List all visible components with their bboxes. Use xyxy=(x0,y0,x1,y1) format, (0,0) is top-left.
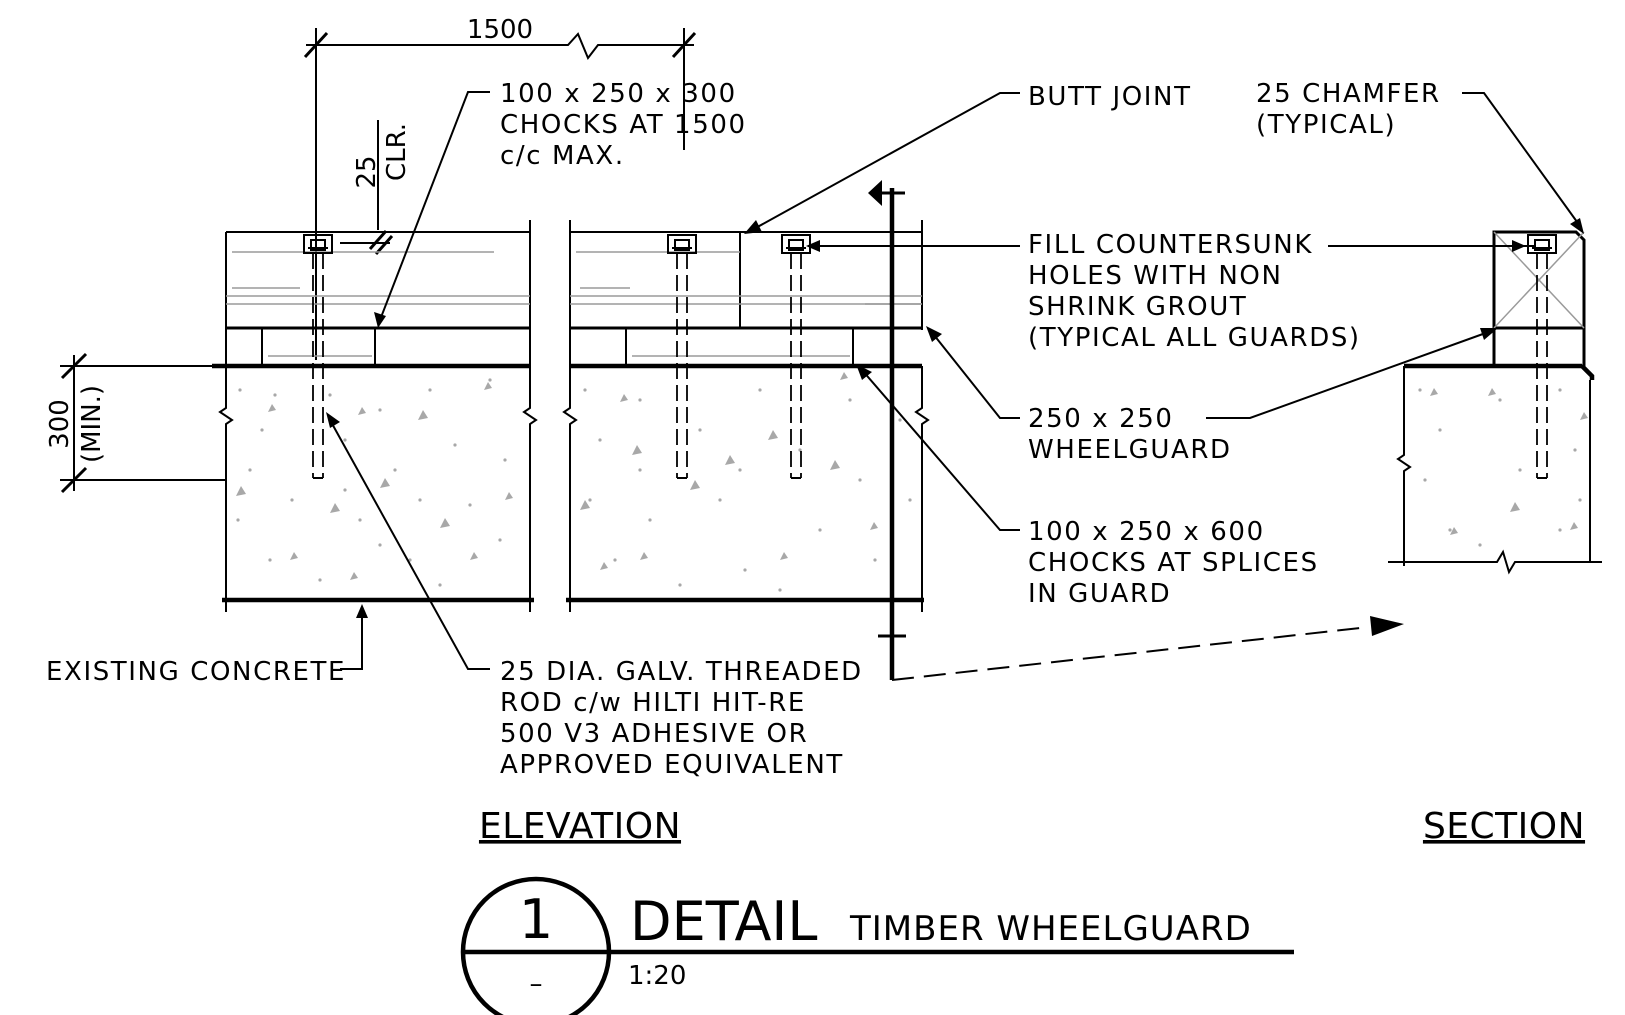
concrete-block-section xyxy=(1404,366,1598,562)
note-line: APPROVED EQUIVALENT xyxy=(500,750,844,780)
detail-scale: 1:20 xyxy=(628,961,686,991)
note-line: WHEELGUARD xyxy=(1028,435,1232,465)
note-line: FILL COUNTERSUNK xyxy=(1028,230,1313,260)
concrete-block-middle xyxy=(570,366,922,600)
note-line: c/c MAX. xyxy=(500,141,625,171)
section-heading: SECTION xyxy=(1423,806,1585,847)
note-line: 100 x 250 x 600 xyxy=(1028,517,1265,547)
note-line: HOLES WITH NON xyxy=(1028,261,1283,291)
note-line: EXISTING CONCRETE xyxy=(46,657,346,687)
note-chamfer: 25 CHAMFER (TYPICAL) xyxy=(1256,79,1441,140)
note-line: 25 CHAMFER xyxy=(1256,79,1441,109)
note-line: CHOCKS AT SPLICES xyxy=(1028,548,1319,578)
concrete-hatch-middle xyxy=(580,372,912,592)
note-line: 250 x 250 xyxy=(1028,404,1174,434)
detail-title: DETAIL xyxy=(630,890,817,953)
note-line: IN GUARD xyxy=(1028,579,1171,609)
concrete-hatch-left xyxy=(236,378,513,587)
detail-number: 1 xyxy=(519,888,553,951)
embed-note-text: (MIN.) xyxy=(77,385,107,463)
note-existing-concrete: EXISTING CONCRETE xyxy=(46,657,346,687)
sheet-reference: – xyxy=(530,969,543,999)
concrete-block-left xyxy=(226,366,530,600)
embed-value-text: 300 xyxy=(45,399,75,449)
clearance-dimension: 25 CLR. xyxy=(340,120,412,255)
title-block: 1 – DETAIL TIMBER WHEELGUARD 1:20 xyxy=(460,876,1294,1015)
note-wheelguard: 250 x 250 WHEELGUARD xyxy=(1028,404,1232,465)
concrete-hatch-section xyxy=(1418,388,1588,547)
leader-lines xyxy=(326,91,1584,670)
elevation-middle-segment xyxy=(562,220,930,612)
section-cut-line xyxy=(868,180,1404,681)
note-line: BUTT JOINT xyxy=(1028,82,1192,112)
note-line: SHRINK GROUT xyxy=(1028,292,1247,322)
note-butt-joint: BUTT JOINT xyxy=(1028,82,1192,112)
note-line: (TYPICAL ALL GUARDS) xyxy=(1028,323,1361,353)
note-chocks-splices: 100 x 250 x 600 CHOCKS AT SPLICES IN GUA… xyxy=(1028,517,1319,609)
note-threaded-rod: 25 DIA. GALV. THREADED ROD c/w HILTI HIT… xyxy=(500,657,863,780)
section-view xyxy=(1388,230,1602,575)
note-line: CHOCKS AT 1500 xyxy=(500,110,747,140)
detail-subtitle: TIMBER WHEELGUARD xyxy=(849,909,1252,949)
note-fill-holes: FILL COUNTERSUNK HOLES WITH NON SHRINK G… xyxy=(1028,230,1361,353)
note-line: ROD c/w HILTI HIT-RE xyxy=(500,688,806,718)
note-line: 500 V3 ADHESIVE OR xyxy=(500,719,808,749)
note-line: 25 DIA. GALV. THREADED xyxy=(500,657,863,687)
note-chocks-1500: 100 x 250 x 300 CHOCKS AT 1500 c/c MAX. xyxy=(500,79,747,171)
clearance-unit-text: CLR. xyxy=(382,123,412,181)
spacing-dimension-text: 1500 xyxy=(467,15,533,45)
elevation-left-segment xyxy=(212,220,538,612)
note-line: 100 x 250 x 300 xyxy=(500,79,737,109)
note-line: (TYPICAL) xyxy=(1256,110,1396,140)
elevation-heading: ELEVATION xyxy=(479,806,681,847)
clearance-value-text: 25 xyxy=(352,155,382,188)
